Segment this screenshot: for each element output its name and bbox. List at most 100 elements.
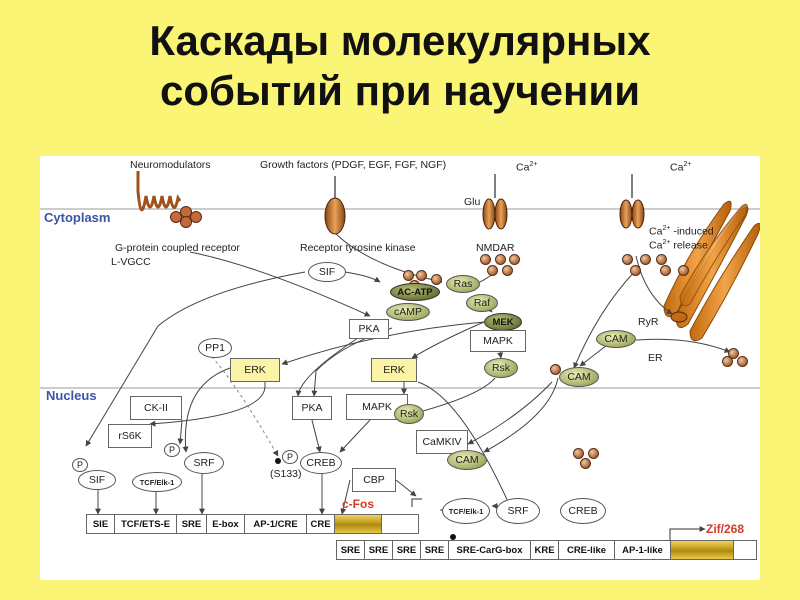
g-protein-icon: [180, 206, 192, 218]
calcium-ion-icon: [509, 254, 520, 265]
rsk-cytoplasm-node: Rsk: [484, 358, 518, 378]
promoter-segment: SRE: [393, 541, 421, 559]
pathway-arrow: [207, 351, 279, 457]
rtk-label: Receptor tyrosine kinase: [300, 242, 416, 254]
promoter-segment: SRE: [421, 541, 449, 559]
sif-cytoplasm-node: SIF: [308, 262, 346, 282]
tcf-elk1-left-node: TCF/Elk-1: [132, 472, 182, 492]
nmdar-icon: [482, 198, 496, 230]
camkiv-node: CaMKIV: [416, 430, 468, 454]
title-line-1: Каскады молекулярных: [149, 17, 651, 64]
pathway-arrow: [189, 251, 371, 317]
pathway-arrow: [635, 338, 731, 353]
pathway-arrow: [635, 255, 673, 315]
slide-title: Каскады молекулярных событий при научени…: [0, 16, 800, 116]
calcium-ion-icon: [737, 356, 748, 367]
cfos-promoter: SIE TCF/ETS-E SRE E-box AP-1/CRE CRE: [86, 514, 419, 534]
cam-nucleus-node: CAM: [447, 450, 487, 470]
pathway-arrow: [497, 351, 504, 359]
pathway-arrow: [177, 419, 184, 445]
pathway-arrow: [85, 271, 306, 447]
mapk-cytoplasm-node: MAPK: [470, 330, 526, 352]
calcium-ion-icon: [480, 254, 491, 265]
pathway-arrow: [182, 367, 231, 453]
cytoplasm-label: Cytoplasm: [44, 210, 111, 225]
pathway-arrow: [411, 321, 485, 359]
calcium-ion-icon: [495, 254, 506, 265]
calcium-ion-icon: [431, 274, 442, 285]
calcium-ion-icon: [660, 265, 671, 276]
calcium-ion-icon: [622, 254, 633, 265]
er-label: ER: [648, 352, 663, 364]
pathway-arrow: [467, 381, 553, 445]
pathway-arrow: [311, 419, 322, 453]
junction-dot: [450, 534, 456, 540]
gpcr-receptor-icon: [136, 171, 182, 212]
pathway-arrow: [395, 479, 417, 497]
calcium-ion-icon: [678, 265, 689, 276]
pka-cytoplasm-node: PKA: [349, 319, 389, 339]
promoter-segment: SRE: [337, 541, 365, 559]
pathway-arrow: [483, 377, 559, 453]
tcf-elk1-right-node: TCF/Elk-1: [442, 498, 490, 524]
cfos-gene-label: c-Fos: [342, 497, 375, 511]
erk-left-node: ERK: [230, 358, 280, 382]
calcium-ion-icon: [656, 254, 667, 265]
calcium-ion-icon: [728, 348, 739, 359]
pathway-arrow: [340, 479, 351, 515]
pathway-arrow: [344, 271, 381, 283]
ryr-channel-icon: [670, 311, 688, 323]
zif268-gene-bar: [671, 541, 734, 559]
rsk-nucleus-node: Rsk: [394, 404, 424, 424]
promoter-segment: SRE: [177, 515, 207, 533]
promoter-segment: AP-1-like: [615, 541, 671, 559]
cfos-gene-bar: [335, 515, 382, 533]
junction-dot: [275, 458, 281, 464]
calcium-ion-icon: [588, 448, 599, 459]
pathway-arrow: [411, 377, 496, 416]
s133-label: (S133): [270, 468, 302, 480]
ca-induced-label: Ca2+ -induced: [649, 225, 714, 238]
calcium-channel-icon: [619, 199, 633, 229]
calcium-ion-icon: [403, 270, 414, 281]
cbp-node: CBP: [352, 468, 396, 492]
pp1-node: PP1: [198, 338, 232, 358]
mek-node: MEK: [484, 313, 522, 331]
calcium-ion-icon: [722, 356, 733, 367]
diagram-graphics: [40, 171, 760, 540]
glu-label: Glu: [464, 196, 481, 208]
pathway-arrows: [85, 233, 731, 515]
promoter-segment: TCF/ETS-E: [115, 515, 177, 533]
promoter-segment: CRE: [307, 515, 335, 533]
calcium-ion-icon: [573, 448, 584, 459]
promoter-segment: SIE: [87, 515, 115, 533]
lvgcc-label: L-VGCC: [111, 256, 151, 268]
ck2-node: CK-II: [130, 396, 182, 420]
gpcr-label: G-protein coupled receptor: [115, 242, 240, 254]
zif268-gene-label: Zif/268: [706, 522, 745, 536]
phospho-sif-node: P: [72, 458, 88, 472]
calcium-ion-icon: [630, 265, 641, 276]
rs6k-node: rS6K: [108, 424, 152, 448]
pathway-arrow: [149, 382, 266, 427]
nmdar-label: NMDAR: [476, 242, 515, 254]
pathway-arrow: [573, 265, 641, 369]
cam-cytoplasm-node: CAM: [559, 367, 599, 387]
erk-mid-node: ERK: [371, 358, 417, 382]
receptor-tyrosine-kinase-icon: [324, 197, 346, 235]
ras-node: Ras: [446, 275, 480, 293]
promoter-segment: KRE: [531, 541, 559, 559]
calcium-ion-icon: [487, 265, 498, 276]
promoter-segment: AP-1/CRE: [245, 515, 307, 533]
neuromodulators-label: Neuromodulators: [130, 159, 211, 171]
growth-factors-label: Growth factors (PDGF, EGF, FGF, NGF): [260, 159, 447, 171]
pathway-arrow: [339, 419, 371, 453]
ac-atp-node: AC-ATP: [390, 283, 440, 301]
creb-right-node: CREB: [560, 498, 606, 524]
promoter-segment: SRE-CarG-box: [449, 541, 531, 559]
pka-nucleus-node: PKA: [292, 396, 332, 420]
phospho-srf-node: P: [164, 443, 180, 457]
zif268-promoter: SRE SRE SRE SRE SRE-CarG-box KRE CRE-lik…: [336, 540, 757, 560]
calcium-ion-icon: [502, 265, 513, 276]
nucleus-label: Nucleus: [46, 388, 97, 403]
